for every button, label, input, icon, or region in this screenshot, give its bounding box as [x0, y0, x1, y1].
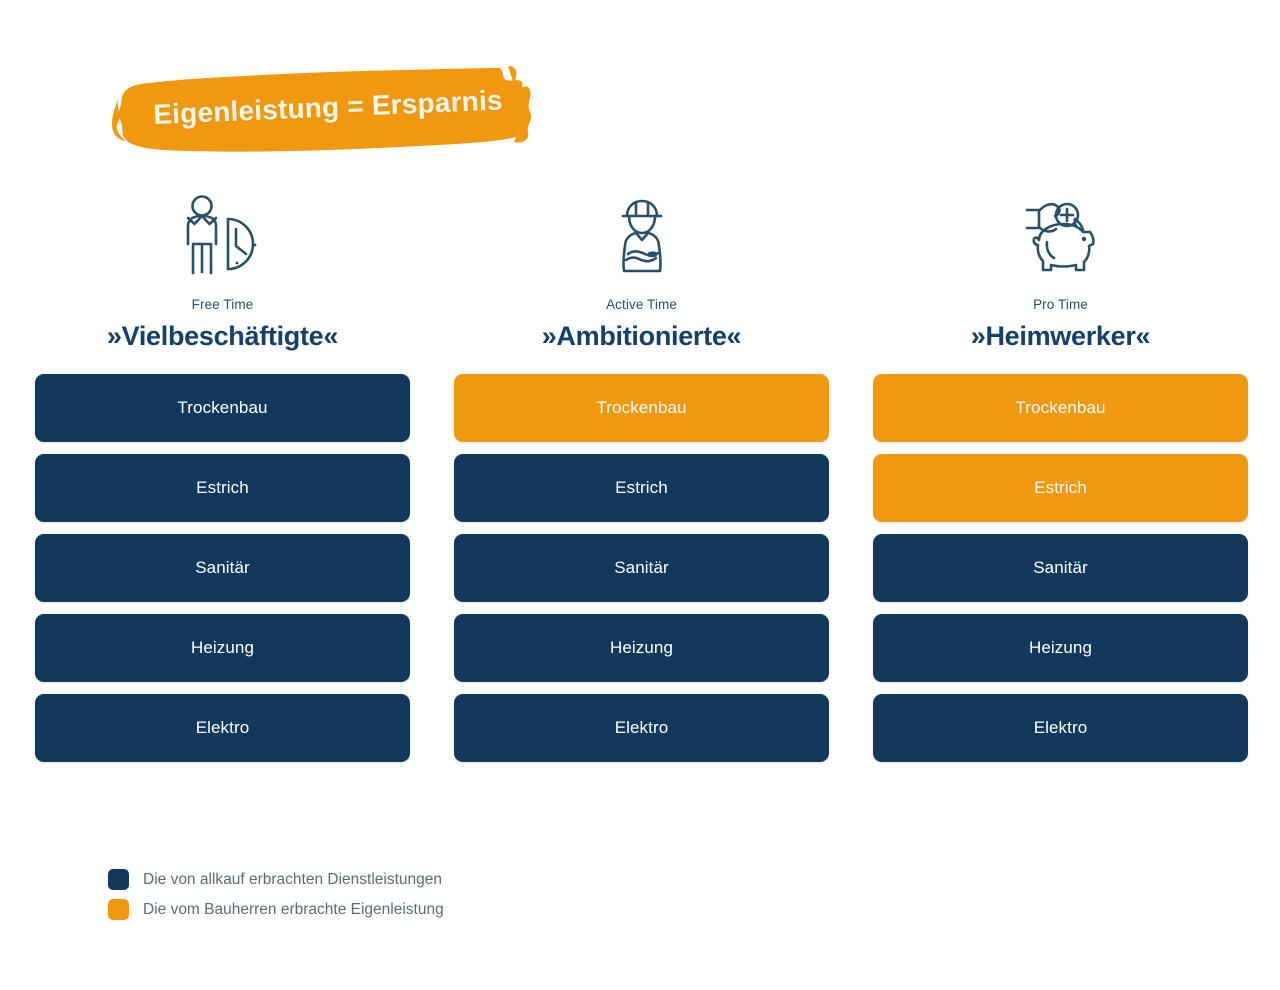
- bar-row[interactable]: Estrich: [873, 453, 1248, 522]
- bar-row[interactable]: Elektro: [873, 693, 1248, 762]
- bar-row[interactable]: Sanitär: [35, 533, 410, 602]
- legend: Die von allkauf erbrachten Dienstleistun…: [108, 869, 444, 920]
- bar-row[interactable]: Heizung: [873, 613, 1248, 682]
- column-subtitle: Free Time: [191, 297, 254, 312]
- bar-row[interactable]: Sanitär: [454, 533, 829, 602]
- legend-swatch-service: [108, 869, 129, 890]
- bar-row[interactable]: Heizung: [35, 613, 410, 682]
- banner: Eigenleistung = Ersparnis: [104, 62, 544, 154]
- legend-item-service: Die von allkauf erbrachten Dienstleistun…: [108, 869, 444, 890]
- column-pro-time: Pro Time »Heimwerker« Trockenbau Estrich…: [873, 190, 1248, 762]
- column-free-time: Free Time »Vielbeschäftigte« Trockenbau …: [35, 190, 410, 762]
- column-title: »Vielbeschäftigte«: [106, 320, 339, 351]
- column-active-time: Active Time »Ambitionierte« Trockenbau E…: [454, 190, 829, 762]
- bar-row[interactable]: Trockenbau: [35, 373, 410, 442]
- piggy-bank-icon: [1017, 190, 1105, 282]
- banner-brushstroke-shape: [112, 66, 532, 152]
- legend-label-service: Die von allkauf erbrachten Dienstleistun…: [143, 870, 442, 888]
- column-subtitle: Pro Time: [1033, 297, 1088, 312]
- bar-row[interactable]: Elektro: [35, 693, 410, 762]
- bar-row[interactable]: Estrich: [35, 453, 410, 522]
- bar-row[interactable]: Trockenbau: [454, 373, 829, 442]
- comparison-columns: Free Time »Vielbeschäftigte« Trockenbau …: [35, 190, 1248, 762]
- bar-row[interactable]: Sanitär: [873, 533, 1248, 602]
- legend-swatch-own-work: [108, 899, 129, 920]
- bar-row[interactable]: Trockenbau: [873, 373, 1248, 442]
- bar-row[interactable]: Heizung: [454, 613, 829, 682]
- person-with-clock-icon: [180, 190, 266, 282]
- column-title: »Heimwerker«: [970, 320, 1151, 351]
- legend-label-own-work: Die vom Bauherren erbrachte Eigenleistun…: [143, 900, 444, 918]
- banner-title: Eigenleistung = Ersparnis: [152, 84, 504, 131]
- legend-item-own-work: Die vom Bauherren erbrachte Eigenleistun…: [108, 899, 444, 920]
- column-title: »Ambitionierte«: [541, 320, 742, 351]
- bar-list: Trockenbau Estrich Sanitär Heizung Elekt…: [873, 373, 1248, 762]
- bar-row[interactable]: Elektro: [454, 693, 829, 762]
- bar-list: Trockenbau Estrich Sanitär Heizung Elekt…: [454, 373, 829, 762]
- bar-list: Trockenbau Estrich Sanitär Heizung Elekt…: [35, 373, 410, 762]
- column-subtitle: Active Time: [606, 297, 677, 312]
- worker-hardhat-icon: [603, 190, 681, 282]
- bar-row[interactable]: Estrich: [454, 453, 829, 522]
